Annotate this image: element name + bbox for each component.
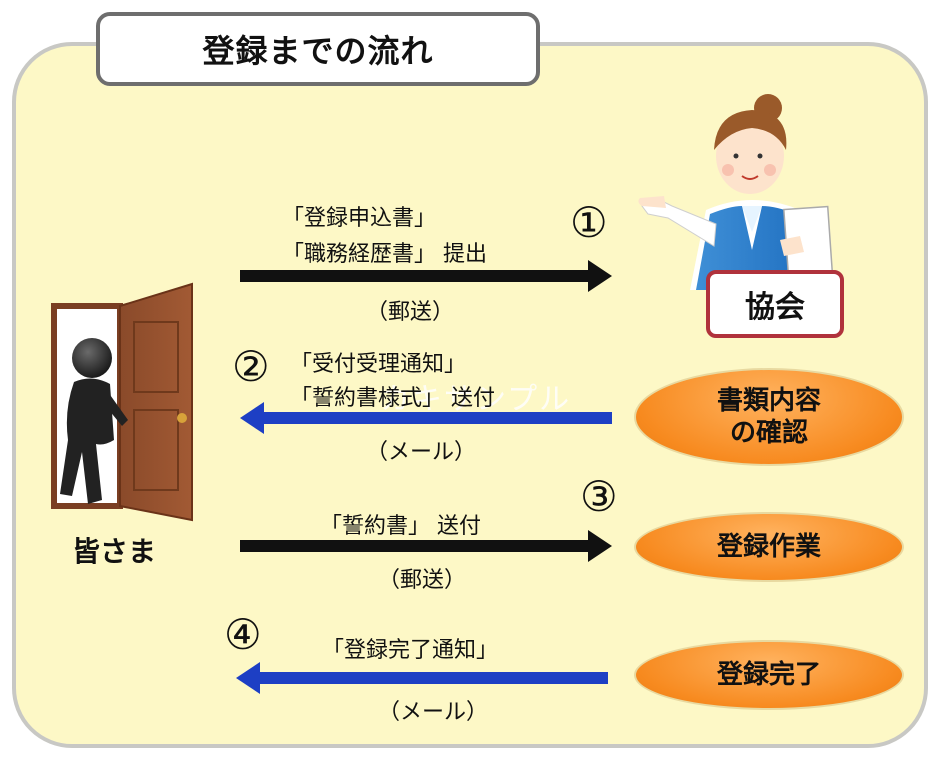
step2-doc-line2: 「誓約書様式」 送付	[290, 386, 495, 411]
stage-complete-oval: 登録完了	[634, 640, 904, 710]
arrow-step-4	[236, 662, 608, 694]
watermark-text: カキサンプル	[380, 382, 572, 417]
arrow-step-1	[240, 260, 612, 292]
step3-number: ③	[580, 472, 618, 521]
user-label: 皆さま	[72, 535, 157, 568]
step2-doc-line1: 「受付受理通知」	[290, 352, 467, 377]
receptionist-illustration	[638, 94, 834, 290]
association-badge: 協会	[706, 270, 844, 338]
step1-doc-line2: 「職務経歴書」 提出	[282, 242, 487, 267]
page-title: 登録までの流れ	[96, 12, 540, 86]
arrow-step-3	[240, 530, 612, 562]
step4-number: ④	[224, 610, 262, 659]
step2-method: （メール）	[366, 440, 477, 465]
step1-method: （郵送）	[366, 300, 455, 325]
arrow-step-2	[240, 402, 612, 434]
door-person-illustration	[51, 282, 193, 522]
stage-review-oval: 書類内容 の確認	[634, 368, 904, 466]
step4-doc-line1: 「登録完了通知」	[322, 638, 499, 663]
step3-doc-line1: 「誓約書」 送付	[320, 514, 481, 539]
step2-number: ②	[232, 342, 270, 391]
step3-method: （郵送）	[378, 568, 467, 593]
step1-doc-line1: 「登録申込書」	[282, 206, 437, 231]
step4-method: （メール）	[378, 700, 489, 725]
stage-registration-oval: 登録作業	[634, 512, 904, 582]
step1-number: ①	[570, 198, 608, 247]
